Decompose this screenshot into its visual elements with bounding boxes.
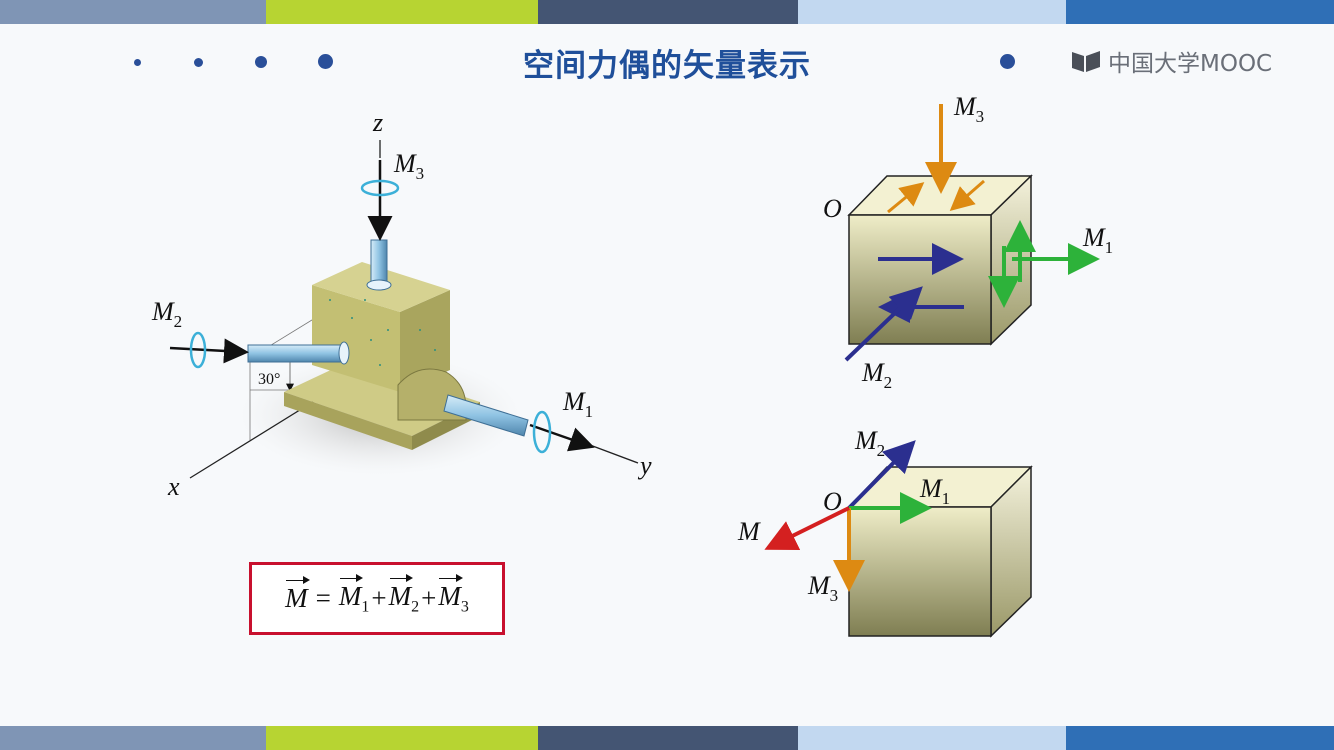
logo-text: 中国大学MOOC: [1108, 51, 1273, 77]
decor-dot: [318, 54, 333, 69]
formula-term: M3: [438, 573, 469, 616]
formula-equals: =: [315, 583, 331, 613]
m3-couple-arrow: [949, 179, 985, 211]
shaft-z-collar: [366, 279, 392, 291]
m2-vector: [844, 286, 923, 362]
cube-front-face: [848, 214, 992, 345]
shaft-x: [247, 344, 343, 363]
cube-front-face: [848, 506, 992, 637]
m2-arrow: [169, 338, 249, 364]
formula-m: M: [285, 576, 310, 613]
shaft-x-collar: [338, 341, 350, 365]
m3-rotation-icon: [360, 179, 400, 197]
decor-dot: [134, 59, 141, 66]
housing-front: [312, 285, 400, 392]
bottom-cube: [764, 440, 1033, 638]
m3-couple-arrow: [887, 182, 925, 214]
y-axis-label: y: [637, 451, 652, 480]
top-color-stripe: [0, 0, 1334, 24]
slide-title: 空间力偶的矢量表示: [523, 48, 811, 84]
formula-plus: +: [421, 583, 437, 613]
m1-label: M1: [1082, 223, 1113, 257]
m2-label: M2: [854, 426, 885, 460]
origin-label: O: [823, 487, 842, 516]
m3-label: M3: [953, 92, 984, 126]
x-axis-label: x: [167, 472, 180, 501]
m2-vector: [847, 440, 916, 510]
m1-label: M1: [562, 387, 593, 421]
housing-side: [400, 290, 450, 392]
top-cube: [844, 104, 1100, 362]
shaft-z: [370, 239, 388, 285]
decor-dot: [1000, 54, 1015, 69]
m2-label: M2: [151, 297, 182, 331]
m3-label: M3: [807, 571, 838, 605]
diagram-labels: z x y M3 M2 M1 30° O M3 M1 M2 O M2 M1 M3…: [151, 92, 1113, 605]
m1-arrow: [529, 423, 595, 452]
base-plate-front: [284, 392, 412, 450]
m3-label: M3: [393, 149, 424, 183]
shaft-y: [443, 394, 529, 437]
decor-dot: [255, 56, 267, 68]
gearbox-figure: [169, 140, 639, 479]
y-axis-line: [589, 444, 639, 464]
formula-term: M2: [388, 573, 420, 616]
m1-label: M1: [919, 474, 950, 508]
formula-term: M1: [338, 573, 370, 616]
angle-label: 30°: [258, 371, 280, 388]
bottom-color-stripe: [0, 726, 1334, 750]
decor-dot: [194, 58, 203, 67]
resultant-m-vector: [764, 506, 850, 550]
m2-rotation-icon: [189, 331, 207, 369]
sum-formula-box: M = M1 + M2 + M3: [249, 562, 505, 635]
z-axis-label: z: [372, 108, 383, 137]
m2-label: M2: [861, 358, 892, 392]
mooc-book-icon: [1072, 51, 1100, 72]
origin-label: O: [823, 194, 842, 223]
formula-plus: +: [371, 583, 387, 613]
resultant-m-label: M: [737, 517, 761, 546]
m1-rotation-icon: [532, 410, 552, 454]
mooc-logo: 中国大学MOOC: [1070, 46, 1273, 77]
